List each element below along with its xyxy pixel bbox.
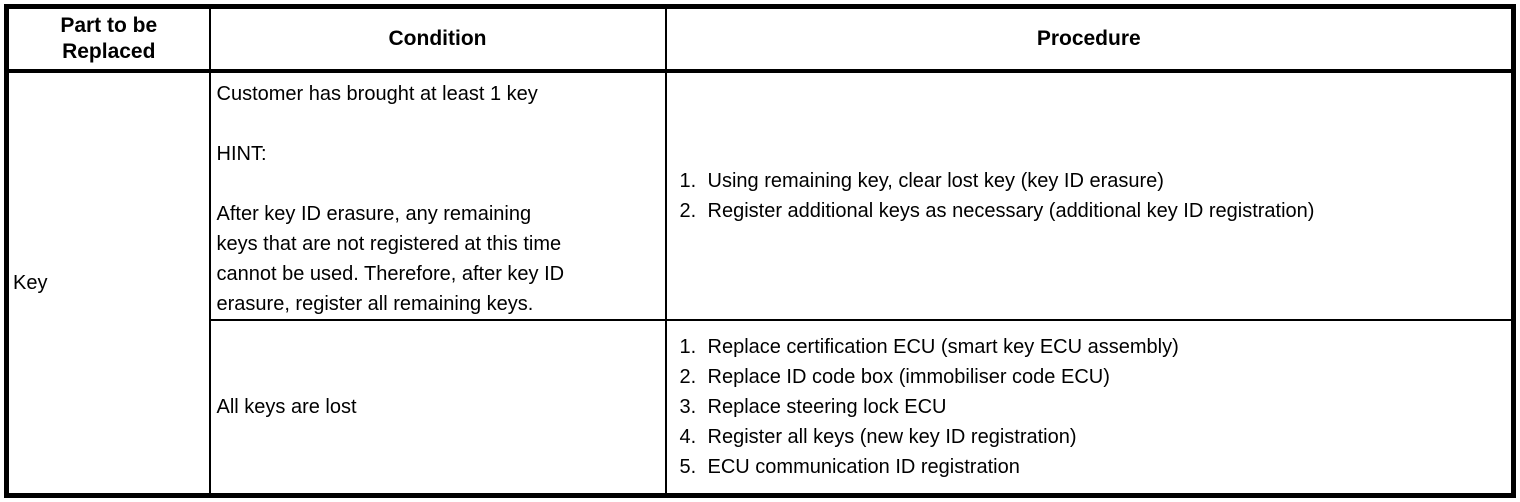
header-row: Part to be Replaced Condition Procedure bbox=[5, 5, 1515, 73]
procedure-item-text: Register all keys (new key ID registrati… bbox=[707, 425, 1077, 448]
procedure-item-text: ECU communication ID registration bbox=[707, 455, 1020, 478]
procedure-item: 3. Replace steering lock ECU bbox=[680, 392, 1504, 422]
procedure-cell-keys-remaining: 1. Using remaining key, clear lost key (… bbox=[664, 69, 1515, 321]
procedure-item-number: 2. bbox=[679, 199, 697, 222]
table-row: Key Customer has brought at least 1 key … bbox=[5, 69, 1515, 497]
procedure-item-text: Register additional keys as necessary (a… bbox=[707, 199, 1315, 222]
hint-label: HINT: bbox=[216, 142, 267, 165]
procedure-item: 5. ECU communication ID registration bbox=[680, 452, 1504, 482]
procedure-item: 2. Replace ID code box (immobiliser code… bbox=[680, 362, 1504, 392]
procedure-item-number: 3. bbox=[679, 395, 697, 418]
procedure-item-text: Replace certification ECU (smart key ECU… bbox=[707, 335, 1179, 358]
col-header-procedure: Procedure bbox=[664, 5, 1515, 73]
col-header-condition: Condition bbox=[208, 5, 667, 73]
hint-text: After key ID erasure, any remaining keys… bbox=[216, 202, 565, 315]
condition-cell-keys-remaining: Customer has brought at least 1 key HINT… bbox=[208, 69, 667, 321]
condition-line: All keys are lost bbox=[216, 395, 357, 418]
procedure-item: 4. Register all keys (new key ID registr… bbox=[680, 422, 1504, 452]
procedure-item-text: Using remaining key, clear lost key (key… bbox=[707, 169, 1164, 192]
table-row: All keys are lost 1. Replace certificati… bbox=[7, 318, 1515, 497]
procedure-item-number: 5. bbox=[679, 455, 697, 478]
condition-line: Customer has brought at least 1 key bbox=[216, 82, 538, 105]
procedure-item-number: 4. bbox=[679, 425, 697, 448]
procedure-item-text: Replace ID code box (immobiliser code EC… bbox=[707, 365, 1110, 388]
part-label: Key bbox=[13, 271, 48, 294]
col-header-part-to-be-replaced: Part to be Replaced bbox=[5, 5, 211, 73]
procedure-cell-all-keys-lost: 1. Replace certification ECU (smart key … bbox=[664, 318, 1515, 497]
procedure-item: 1. Replace certification ECU (smart key … bbox=[680, 332, 1504, 362]
procedure-item-text: Replace steering lock ECU bbox=[707, 395, 947, 418]
key-replacement-table: Part to be Replaced Condition Procedure … bbox=[4, 4, 1516, 498]
part-cell-key: Key bbox=[5, 69, 211, 497]
procedure-item-number: 2. bbox=[679, 365, 697, 388]
procedure-item-number: 1. bbox=[679, 169, 697, 192]
procedure-item: 2. Register additional keys as necessary… bbox=[680, 196, 1504, 226]
procedure-item: 1. Using remaining key, clear lost key (… bbox=[680, 166, 1504, 196]
condition-cell-all-keys-lost: All keys are lost bbox=[208, 318, 667, 497]
procedure-item-number: 1. bbox=[679, 335, 697, 358]
